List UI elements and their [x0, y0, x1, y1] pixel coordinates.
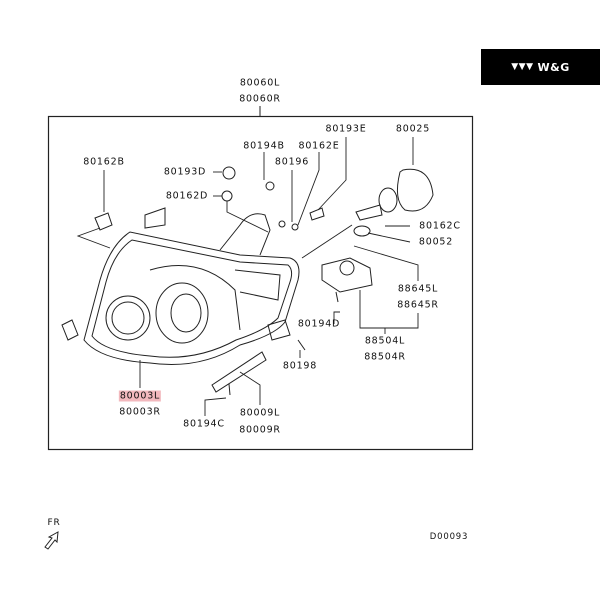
part-label-80003R[interactable]: 80003R: [119, 406, 161, 418]
headlamp-body: [61, 207, 300, 393]
front-direction-arrow-icon: [44, 531, 59, 550]
part-label-80162C[interactable]: 80162C: [419, 220, 461, 232]
part-label-80060L[interactable]: 80060L: [239, 77, 281, 89]
part-label-80196[interactable]: 80196: [274, 156, 310, 168]
part-label-88504L[interactable]: 88504L: [364, 335, 406, 347]
diagram-code: D00093: [429, 532, 469, 542]
part-label-80009L[interactable]: 80009L: [239, 407, 281, 419]
part-label-88645L[interactable]: 88645L: [397, 283, 439, 295]
part-label-80162E[interactable]: 80162E: [298, 140, 340, 152]
part-label-80193D[interactable]: 80193D: [163, 166, 207, 178]
part-label-88504R[interactable]: 88504R: [364, 351, 406, 363]
small-parts: [94, 166, 434, 396]
diagram-frame: [47, 115, 474, 451]
part-label-80193E[interactable]: 80193E: [325, 123, 367, 135]
part-label-80198[interactable]: 80198: [282, 360, 318, 372]
part-label-80162D[interactable]: 80162D: [165, 190, 209, 202]
part-label-80162B[interactable]: 80162B: [83, 156, 125, 168]
part-label-80060R[interactable]: 80060R: [239, 93, 281, 105]
part-label-80194D[interactable]: 80194D: [297, 318, 341, 330]
front-direction-label: FR: [47, 518, 61, 528]
part-label-88645R[interactable]: 88645R: [397, 299, 439, 311]
part-label-80003L-highlighted[interactable]: 80003L: [118, 390, 162, 402]
brand-logo: ▼▼▼ W&G: [481, 49, 600, 85]
part-label-80009R[interactable]: 80009R: [239, 424, 281, 436]
part-label-80194C[interactable]: 80194C: [183, 418, 225, 430]
part-label-80194B[interactable]: 80194B: [243, 140, 285, 152]
part-label-80025[interactable]: 80025: [395, 123, 431, 135]
logo-chevron-icon: ▼▼▼: [511, 62, 534, 72]
brand-name: W&G: [537, 60, 570, 74]
part-label-80052[interactable]: 80052: [418, 236, 454, 248]
leader-lines: [76, 137, 419, 416]
